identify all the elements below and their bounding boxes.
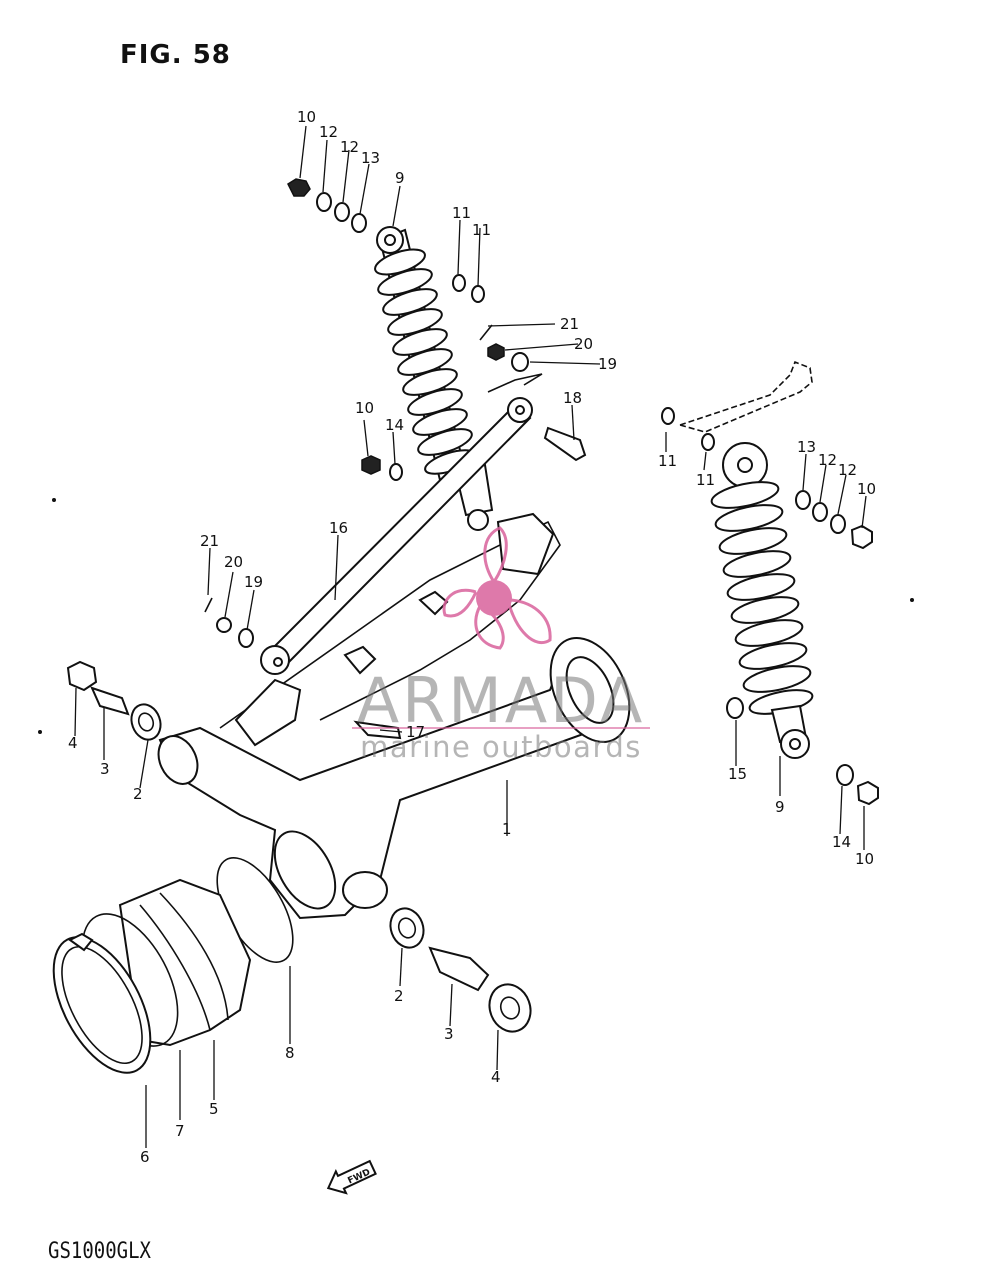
callout-10: 10 [297, 108, 316, 126]
callout-20: 20 [574, 335, 593, 353]
left-top-hardware [287, 178, 485, 303]
boot-clamp-6 [52, 932, 152, 1074]
callout-2: 2 [394, 987, 404, 1005]
callout-10: 10 [857, 480, 876, 498]
right-shock-absorber [710, 442, 814, 759]
torque-rod-hardware [204, 324, 543, 648]
callout-9: 9 [775, 798, 785, 816]
callout-15: 15 [728, 765, 747, 783]
callout-8: 8 [285, 1044, 295, 1062]
callout-3: 3 [100, 760, 110, 778]
callout-14: 14 [385, 416, 404, 434]
callout-16: 16 [329, 519, 348, 537]
callout-11: 11 [472, 221, 491, 239]
callout-20: 20 [224, 553, 243, 571]
callout-18: 18 [563, 389, 582, 407]
callout-12: 12 [818, 451, 837, 469]
callout-12: 12 [340, 138, 359, 156]
callout-9: 9 [395, 169, 405, 187]
callout-4: 4 [491, 1068, 501, 1086]
torque-rod [260, 397, 533, 675]
callout-1: 1 [502, 820, 512, 838]
left-pivot-hardware [66, 660, 162, 741]
callout-2: 2 [133, 785, 143, 803]
callout-11: 11 [658, 452, 677, 470]
callout-5: 5 [209, 1100, 219, 1118]
callout-19: 19 [598, 355, 617, 373]
callout-12: 12 [319, 123, 338, 141]
left-shock-spring [374, 248, 476, 475]
callout-10: 10 [355, 399, 374, 417]
callout-6: 6 [140, 1148, 150, 1166]
watermark-brand-name: ARMADA [356, 664, 646, 737]
callout-17: 17 [406, 723, 425, 741]
right-pivot-hardware [389, 907, 532, 1033]
callout-7: 7 [175, 1122, 185, 1140]
callout-21: 21 [200, 532, 219, 550]
model-code: GS1000GLX [48, 1238, 151, 1264]
left-shock-absorber [374, 226, 494, 531]
callout-13: 13 [361, 149, 380, 167]
bolt-18 [543, 426, 587, 462]
callout-11: 11 [696, 471, 715, 489]
right-shock-spring [710, 481, 814, 715]
watermark-tagline: marine outboards [360, 730, 642, 764]
callout-4: 4 [68, 734, 78, 752]
callout-labels: 10 12 12 13 9 11 11 21 20 19 18 10 14 16… [68, 108, 876, 1166]
callout-21: 21 [560, 315, 579, 333]
right-top-hardware [661, 360, 879, 806]
figure-title: FIG. 58 [120, 40, 231, 70]
callout-11: 11 [452, 204, 471, 222]
swing-arm [157, 512, 631, 920]
bolt-17 [353, 720, 402, 740]
fwd-arrow: FWD [326, 1159, 377, 1195]
callout-14: 14 [832, 833, 851, 851]
callout-19: 19 [244, 573, 263, 591]
callout-13: 13 [797, 438, 816, 456]
callout-3: 3 [444, 1025, 454, 1043]
leader-lines [74, 125, 867, 1148]
callout-10: 10 [855, 850, 874, 868]
watermark-logo-icon [442, 526, 552, 650]
callout-12: 12 [838, 461, 857, 479]
